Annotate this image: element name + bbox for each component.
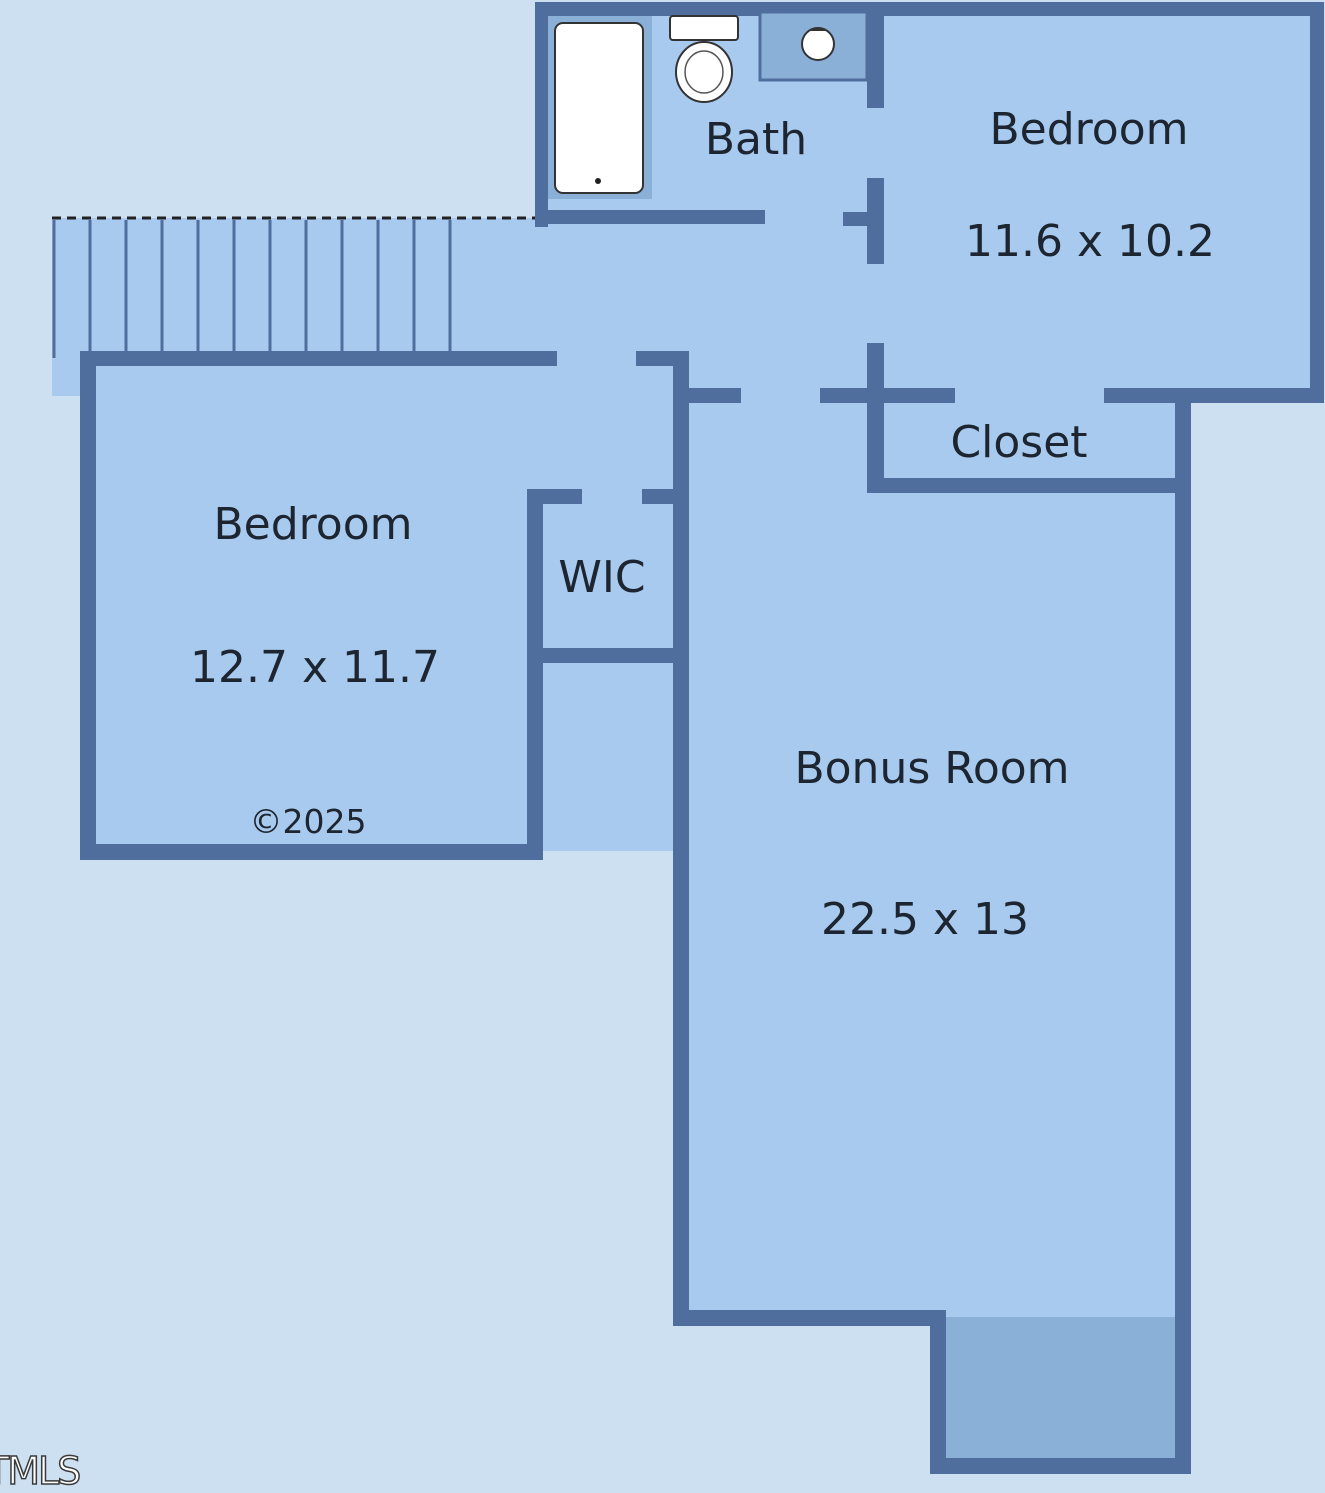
bump-out-fill [938,1317,1184,1465]
watermark-text: TMLS [0,1449,82,1493]
walls [80,2,1324,1474]
bathtub-icon [548,16,652,199]
upper-bedroom-label: Bedroom [989,104,1189,155]
room-fills [52,8,1318,1317]
left-bedroom-dimensions: 12.7 x 11.7 [190,642,440,693]
bonus-room-fill [680,396,1184,1317]
wic-label: WIC [558,552,646,603]
upper-bedroom-fill [876,8,1318,396]
stairs-icon [52,216,540,358]
left-bedroom-fill [88,358,680,851]
bath-label: Bath [704,114,808,165]
copyright-text: ©2025 [249,802,367,841]
left-bedroom-label: Bedroom [213,499,413,550]
toilet-icon [669,15,739,103]
closet-label: Closet [950,417,1088,468]
upper-bedroom-dimensions: 11.6 x 10.2 [965,216,1215,267]
bonus-room-label: Bonus Room [794,743,1070,794]
bonus-room-dimensions: 22.5 x 13 [821,894,1029,945]
sink-icon [758,10,869,82]
